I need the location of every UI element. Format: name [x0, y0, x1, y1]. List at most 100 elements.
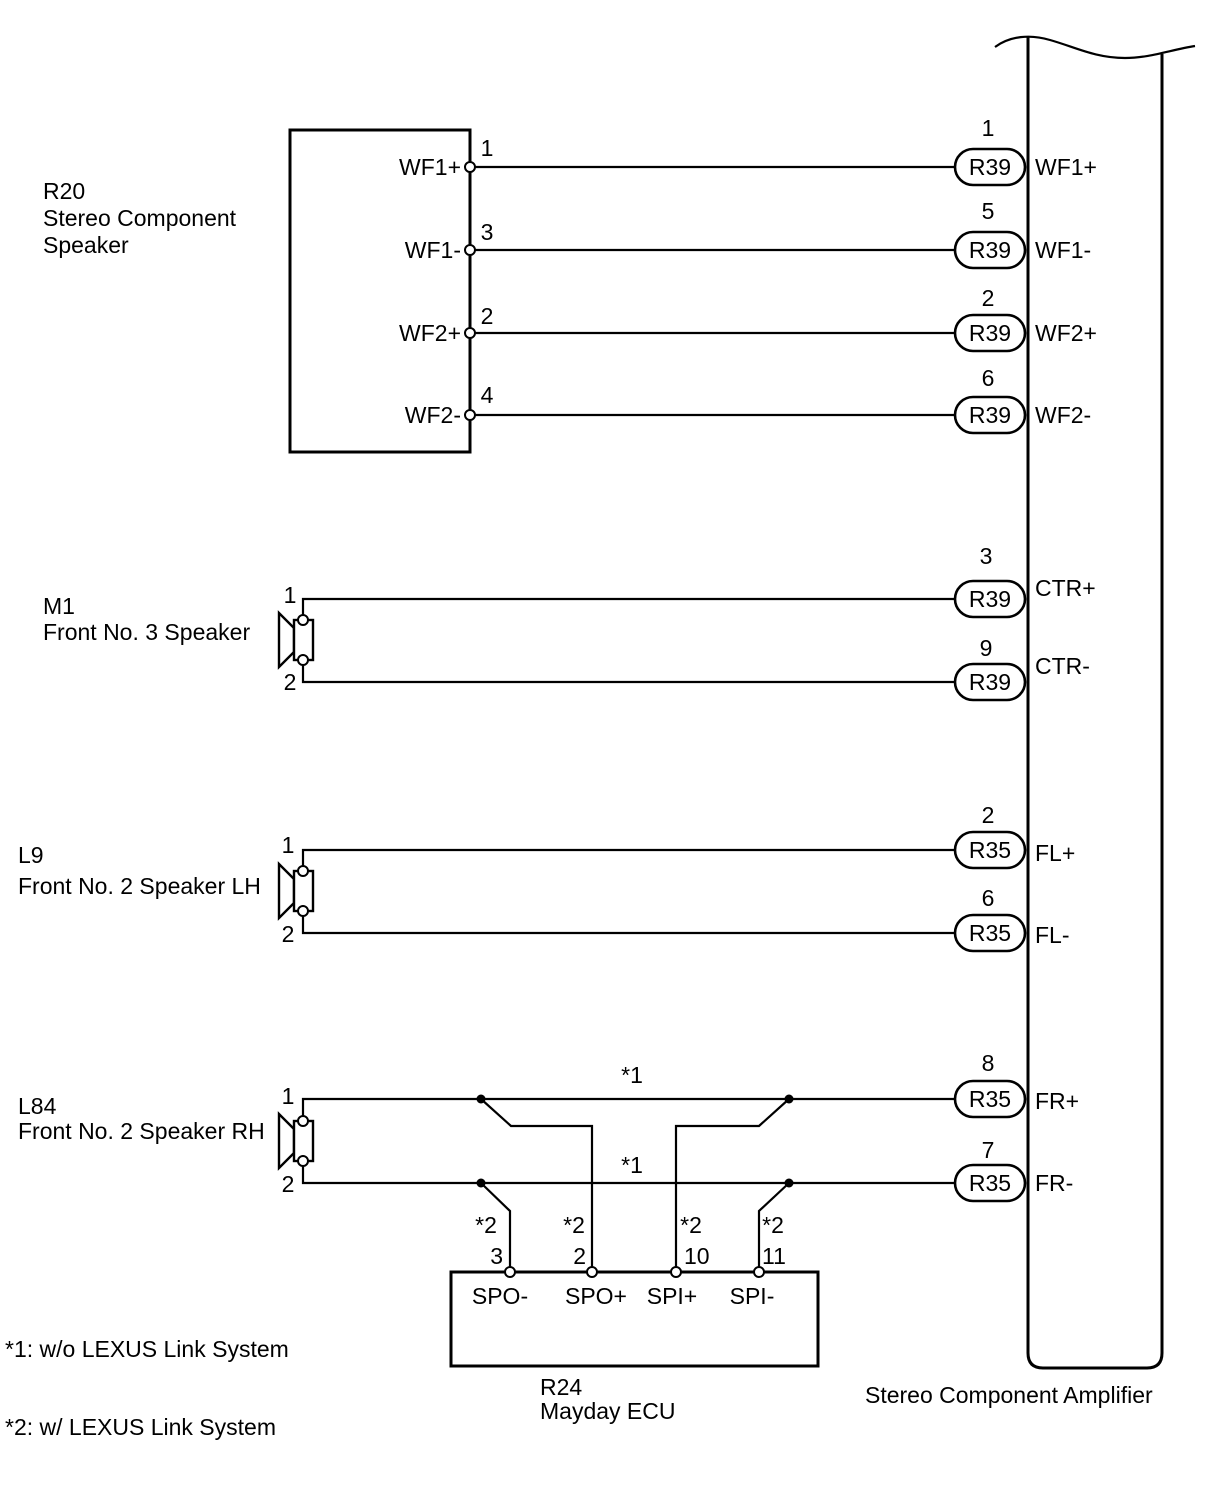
speaker-terminal-2 — [297, 654, 309, 666]
r20-pin-number: 2 — [481, 303, 494, 329]
r20-signal-label: WF2+ — [399, 320, 461, 346]
amplifier-signal-label: FR- — [1035, 1170, 1073, 1196]
ecu-signal-label: SPO- — [472, 1283, 528, 1309]
connector-pill — [953, 662, 1027, 702]
amplifier-signal-label: WF1- — [1035, 237, 1091, 263]
direct-link-note-upper: *1 — [621, 1062, 643, 1088]
amplifier-signal-label: WF2+ — [1035, 320, 1097, 346]
r20-terminal — [464, 327, 476, 339]
amplifier-pin-number: 2 — [982, 802, 995, 828]
speaker-icon — [277, 610, 315, 670]
r20-pin-number: 1 — [481, 135, 494, 161]
junction-dot — [784, 1178, 794, 1188]
ecu-signal-label: SPI- — [730, 1283, 775, 1309]
r20-signal-label: WF2- — [405, 402, 461, 428]
r20-stereo-component-speaker: R20 Stereo Component Speaker WF1+ 1 R39 … — [43, 115, 1097, 454]
l84-code-label: L84 — [18, 1093, 57, 1119]
amplifier-pin-number: 8 — [982, 1050, 995, 1076]
speaker-terminal-2 — [297, 1155, 309, 1167]
connector-pill — [953, 913, 1027, 953]
speaker-terminal-1 — [297, 865, 309, 877]
l84-name-label: Front No. 2 Speaker RH — [18, 1118, 265, 1144]
connector-code: R35 — [969, 920, 1011, 946]
connector-code: R39 — [969, 586, 1011, 612]
r20-name-line-1: Stereo Component — [43, 205, 237, 231]
speaker-cone — [277, 610, 296, 670]
speaker-magnet — [292, 618, 315, 662]
amplifier-signal-label: CTR+ — [1035, 575, 1096, 601]
r20-signal-label: WF1- — [405, 237, 461, 263]
direct-link-note-lower: *1 — [621, 1152, 643, 1178]
r20-pin-number: 4 — [481, 382, 494, 408]
footnote-1: *1: w/o LEXUS Link System — [5, 1336, 289, 1362]
junction-dot — [784, 1094, 794, 1104]
amplifier-pin-number: 6 — [982, 885, 995, 911]
connector-pill — [953, 147, 1027, 187]
l9-name-label: Front No. 2 Speaker LH — [18, 873, 261, 899]
connector-pill — [953, 313, 1027, 353]
amplifier-pin-number: 1 — [982, 115, 995, 141]
wire-ctr-minus — [301, 665, 955, 684]
route-note: *2 — [762, 1212, 784, 1238]
route-note: *2 — [475, 1212, 497, 1238]
speaker-terminal-2 — [297, 905, 309, 917]
circuit-wf2-minus: WF2- 4 R39 6 WF2- — [405, 365, 1091, 435]
ecu-box — [449, 1270, 820, 1368]
connector-pill — [953, 830, 1027, 870]
speaker-terminal-1 — [297, 614, 309, 626]
r20-terminal — [464, 409, 476, 421]
ecu-pin-number: 3 — [490, 1243, 503, 1269]
route-note: *2 — [680, 1212, 702, 1238]
wire-spo-plus — [480, 1098, 594, 1267]
r20-signal-label: WF1+ — [399, 154, 461, 180]
ecu-code-label: R24 — [540, 1374, 582, 1400]
connector-code: R39 — [969, 237, 1011, 263]
r20-pin-number: 3 — [481, 219, 494, 245]
connector-code: R35 — [969, 1086, 1011, 1112]
stereo-component-amplifier: Stereo Component Amplifier — [865, 35, 1196, 1408]
ecu-pin-number: 11 — [762, 1243, 786, 1269]
wire-fl-minus — [301, 916, 955, 935]
ecu-name-label: Mayday ECU — [540, 1398, 675, 1424]
ecu-terminal — [586, 1266, 598, 1278]
connector-code: R35 — [969, 837, 1011, 863]
r24-mayday-ecu: *2 *2 *2 *2 3 2 10 11 SPO- SPO+ SPI+ SPI… — [449, 1094, 820, 1424]
connector-pill — [953, 1079, 1027, 1119]
m1-front-no3-speaker: M1 Front No. 3 Speaker 1 2 R39 3 CTR+ R3… — [43, 543, 1096, 702]
ecu-terminal — [753, 1266, 765, 1278]
connector-code: R39 — [969, 154, 1011, 180]
ecu-signal-label: SPI+ — [647, 1283, 698, 1309]
amplifier-pin-number: 6 — [982, 365, 995, 391]
circuit-wf1-minus: WF1- 3 R39 5 WF1- — [405, 198, 1091, 270]
junction-dot — [476, 1094, 486, 1104]
amplifier-signal-label: CTR- — [1035, 653, 1090, 679]
amplifier-signal-label: FL- — [1035, 922, 1070, 948]
amplifier-pin-number: 7 — [982, 1137, 995, 1163]
amplifier-break-line — [994, 35, 1196, 60]
ecu-pin-number: 2 — [573, 1243, 586, 1269]
r20-code-label: R20 — [43, 178, 85, 204]
junction-dot — [476, 1178, 486, 1188]
amplifier-label: Stereo Component Amplifier — [865, 1382, 1153, 1408]
amplifier-body — [1026, 37, 1164, 1370]
connector-code: R39 — [969, 669, 1011, 695]
ecu-signal-label: SPO+ — [565, 1283, 627, 1309]
amplifier-signal-label: FL+ — [1035, 840, 1075, 866]
wire-spi-plus — [674, 1098, 790, 1267]
connector-code: R39 — [969, 320, 1011, 346]
amplifier-pin-number: 2 — [982, 285, 995, 311]
wire-fl-plus — [301, 848, 955, 866]
wire-spi-minus — [757, 1182, 790, 1267]
speaker-cone — [277, 1111, 296, 1171]
connector-code: R39 — [969, 402, 1011, 428]
r20-terminal — [464, 161, 476, 173]
r20-component-box — [288, 128, 472, 454]
l84-pin-number: 1 — [282, 1083, 295, 1109]
amplifier-pin-number: 9 — [980, 635, 993, 661]
l84-pin-number: 2 — [282, 1171, 295, 1197]
speaker-icon — [277, 1111, 315, 1171]
m1-code-label: M1 — [43, 593, 75, 619]
r20-terminal — [464, 244, 476, 256]
connector-pill — [953, 395, 1027, 435]
